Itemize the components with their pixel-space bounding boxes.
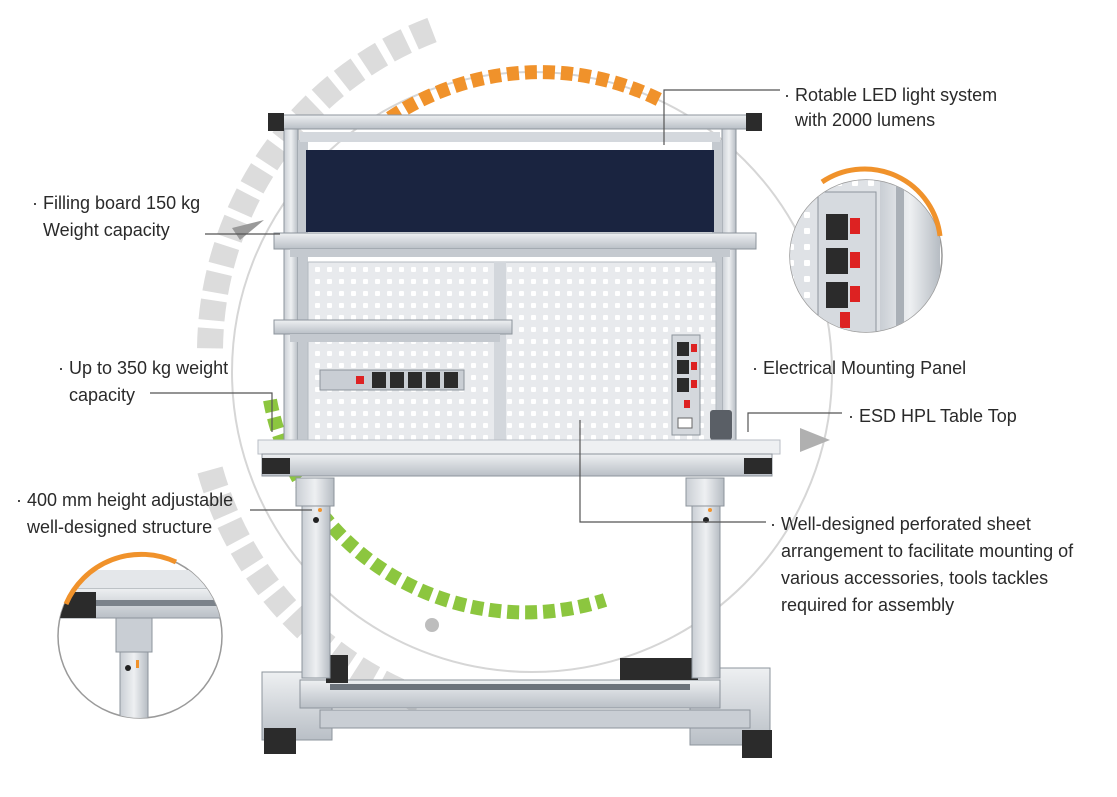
- callout-esd-line1: ESD HPL Table Top: [859, 406, 1017, 426]
- leader-perforated: [579, 420, 766, 523]
- zoom-electrical-panel: [789, 166, 943, 333]
- callout-perforated-line2: arrangement to facilitate mounting of: [781, 541, 1074, 561]
- callout-perforated-bullet: ·: [770, 514, 776, 534]
- ring-arrow-right: [800, 428, 830, 452]
- leader-led: [663, 89, 780, 145]
- workbench: [257, 113, 781, 758]
- filling-board: [306, 150, 714, 232]
- callout-filling-bullet: ·: [32, 193, 38, 213]
- gray-dashed-arc-lower: [197, 466, 425, 713]
- upper-shelf: [273, 232, 757, 250]
- zoom-height-adjust: [57, 551, 223, 719]
- leader-weight350: [150, 392, 273, 432]
- callout-weight350-line1: Up to 350 kg weight: [69, 358, 228, 378]
- callout-esd-bullet: ·: [848, 406, 854, 426]
- callout-weight350-line2: capacity: [69, 385, 135, 405]
- callout-electrical-line1: Electrical Mounting Panel: [763, 358, 966, 378]
- callout-led-line1: Rotable LED light system: [795, 85, 997, 105]
- callout-perforated-line1: Well-designed perforated sheet: [781, 514, 1031, 534]
- callout-weight350-bullet: ·: [58, 358, 64, 378]
- ring-dot: [425, 618, 439, 632]
- gray-dashed-arc-upper: [196, 17, 437, 356]
- leader-lines: [150, 89, 842, 523]
- callout-filling-line2: Weight capacity: [43, 220, 170, 240]
- callout-filling-line1: Filling board 150 kg: [43, 193, 200, 213]
- leader-esd: [747, 412, 842, 432]
- callout-height-line1: 400 mm height adjustable: [27, 490, 233, 510]
- callout-led-bullet: ·: [784, 85, 790, 105]
- callout-perforated-line3: various accessories, tools tackles: [781, 568, 1048, 588]
- callout-electrical-bullet: ·: [752, 358, 758, 378]
- callout-led-line2: with 2000 lumens: [794, 110, 935, 130]
- table-top: [257, 439, 781, 455]
- power-strip-sockets: [356, 372, 458, 388]
- ring-arrow-left: [232, 220, 264, 240]
- callout-height-bullet: ·: [16, 490, 22, 510]
- callout-height-line2: well-designed structure: [26, 517, 212, 537]
- callout-texts: · Rotable LED light system with 2000 lum…: [16, 85, 1074, 615]
- perforated-panel: [307, 261, 717, 441]
- callout-perforated-line4: required for assembly: [781, 595, 954, 615]
- orange-dashed-arc: [386, 65, 664, 124]
